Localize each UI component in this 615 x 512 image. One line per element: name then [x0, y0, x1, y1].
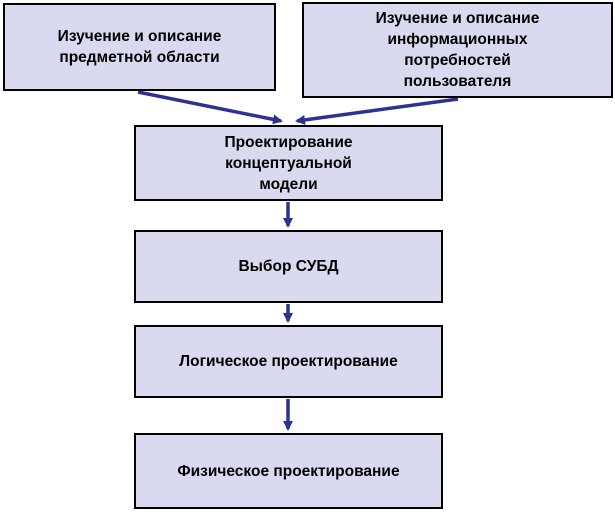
arrow-needs-to-conceptual — [295, 97, 459, 125]
box-dbms-choice: Выбор СУБД — [134, 230, 443, 303]
box-label: Физическое проектирование — [177, 462, 400, 480]
box-label: Изучение и описание предметной области — [57, 28, 222, 66]
box-label: Проектирование концептуальной модели — [224, 133, 353, 193]
box-study-subject-area: Изучение и описание предметной области — [3, 3, 276, 91]
box-label: Логическое проектирование — [179, 353, 398, 370]
box-logical-design: Логическое проектирование — [134, 325, 443, 398]
box-study-user-needs: Изучение и описание информационных потре… — [302, 2, 613, 98]
box-label: Выбор СУБД — [238, 258, 339, 275]
box-physical-design: Физическое проектирование — [134, 433, 443, 509]
box-label: Изучение и описание информационных потре… — [375, 10, 540, 90]
box-conceptual-model: Проектирование концептуальной модели — [134, 125, 443, 201]
arrow-subject-to-conceptual — [137, 90, 283, 125]
